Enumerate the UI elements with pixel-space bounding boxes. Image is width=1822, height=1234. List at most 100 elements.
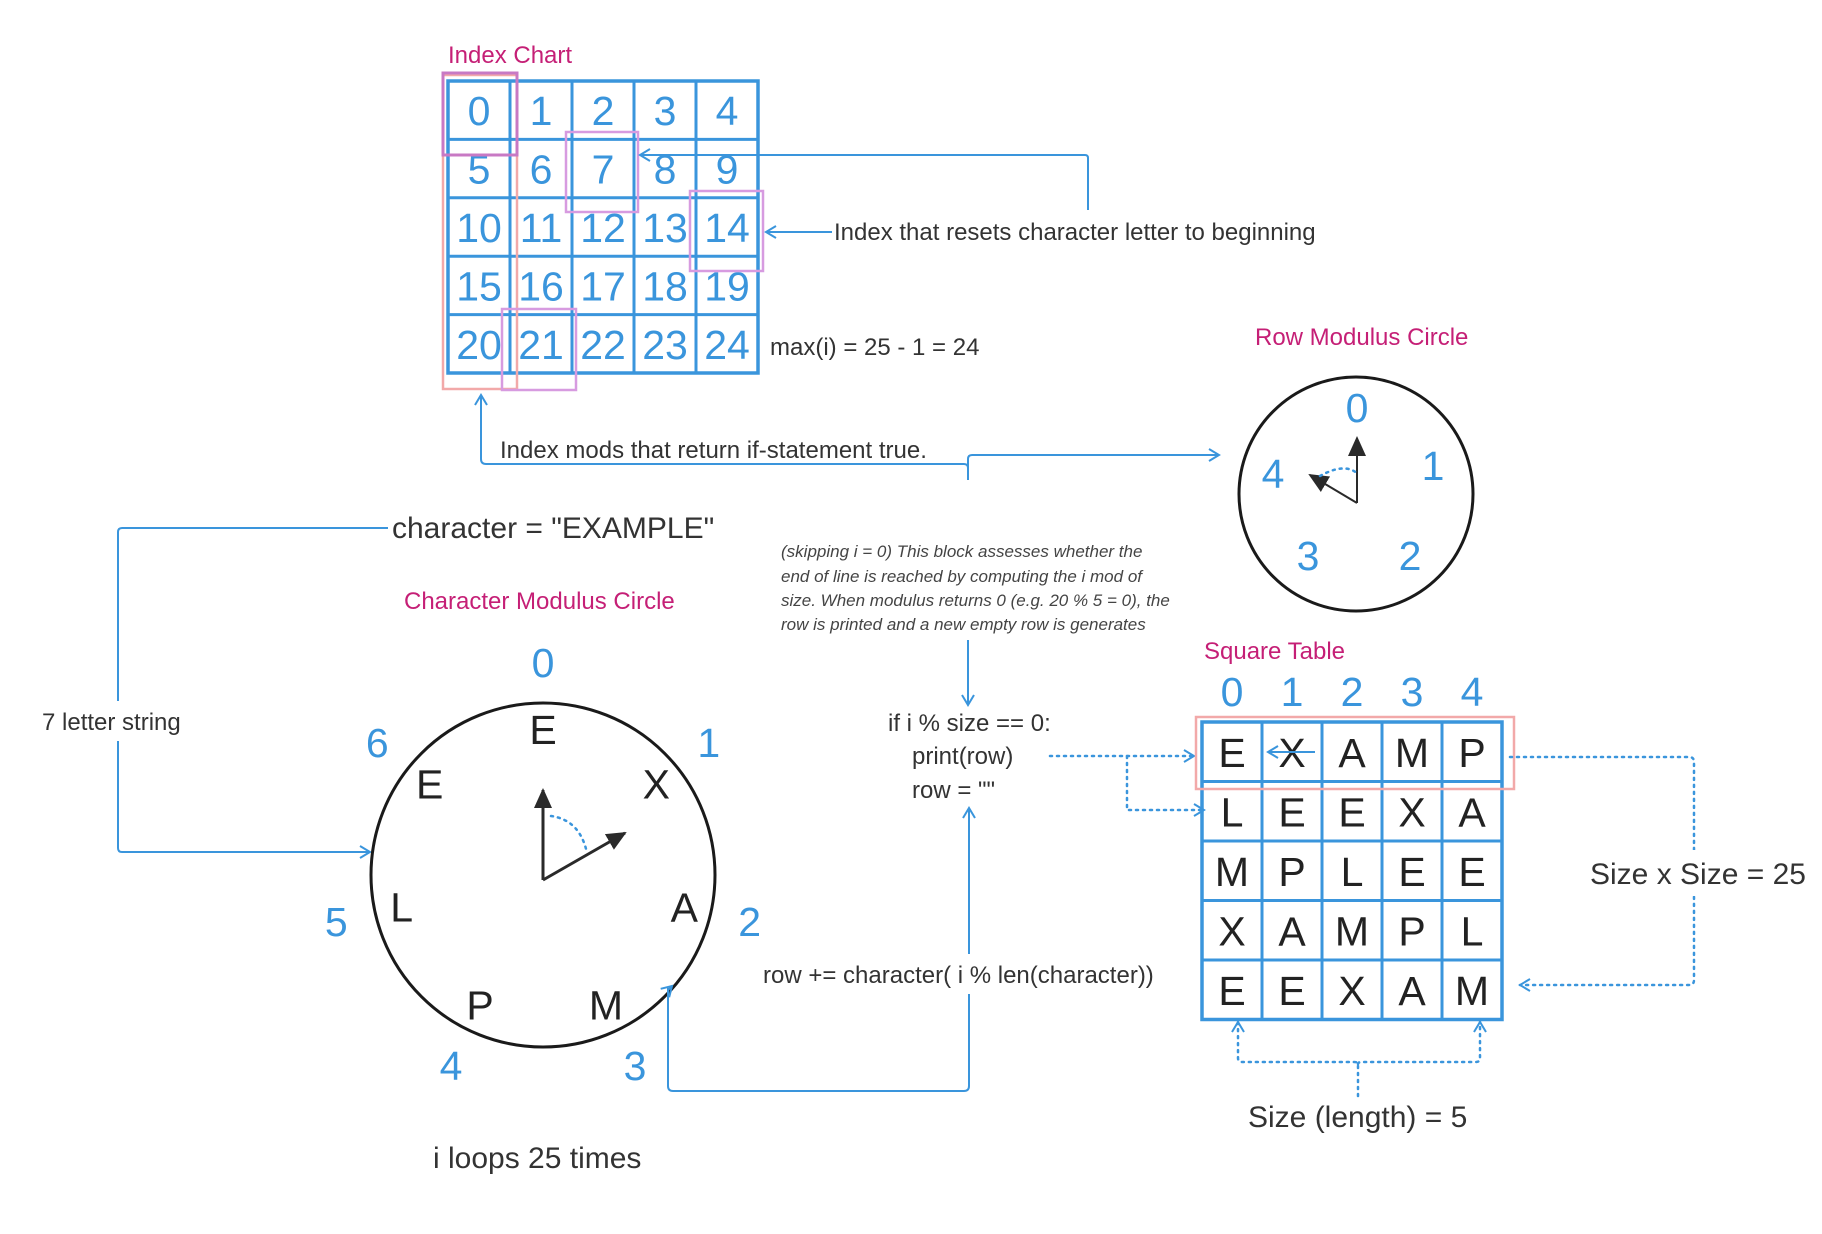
explanation-line-4: row is printed and a new empty row is ge… — [781, 615, 1146, 634]
square-table-cell: A — [1458, 789, 1486, 835]
square-table-header: 4 — [1461, 669, 1484, 715]
row-modulus-circle — [1237, 375, 1475, 613]
index-7-highlight — [564, 130, 640, 214]
index-cell: 13 — [642, 205, 688, 251]
index-14-highlight — [688, 189, 765, 273]
char-clock-hand-right — [542, 831, 627, 882]
index-cell: 2 — [592, 88, 615, 134]
square-table-cell: P — [1398, 908, 1425, 954]
index-cell: 5 — [468, 147, 491, 193]
explanation-line-3: size. When modulus returns 0 (e.g. 20 % … — [781, 591, 1170, 610]
index-cell: 17 — [580, 263, 626, 309]
index-cell: 11 — [520, 205, 563, 251]
square-table-title: Square Table — [1204, 638, 1345, 665]
index-chart-title: Index Chart — [448, 42, 572, 69]
area-label: Size x Size = 25 — [1590, 858, 1806, 891]
square-table-cell: L — [1461, 908, 1484, 954]
index-cell: 6 — [530, 147, 553, 193]
square-table-cell: M — [1335, 908, 1369, 954]
square-table-cell: A — [1278, 908, 1306, 954]
loop-arrow-into-circle — [660, 984, 674, 1000]
explanation-block: (skipping i = 0) This block assesses whe… — [781, 542, 1170, 634]
character-circle-number: 3 — [624, 1043, 647, 1089]
character-circle-number: 4 — [440, 1043, 463, 1089]
print-row-arrow-branch — [1125, 754, 1206, 817]
loop-arrow — [667, 806, 976, 1092]
index-cell: 21 — [518, 322, 564, 368]
index-cell: 14 — [704, 205, 750, 251]
index-mods-label: Index mods that return if-statement true… — [500, 437, 927, 464]
square-table-cell: E — [1278, 968, 1305, 1014]
index-cell: 3 — [654, 88, 677, 134]
row-clock-sweep — [1318, 467, 1360, 478]
string-length-label: 7 letter string — [42, 709, 181, 736]
character-circle-number: 0 — [532, 640, 555, 686]
index-cell: 23 — [642, 322, 688, 368]
square-table-header: 0 — [1221, 669, 1244, 715]
reset-row-statement: row = "" — [912, 777, 995, 804]
size-bracket-right — [1356, 1020, 1487, 1066]
character-modulus-circle — [369, 701, 717, 1049]
index-21-highlight — [500, 307, 578, 392]
index-cell: 20 — [456, 322, 502, 368]
row-clock-hand-left — [1308, 473, 1358, 504]
row-circle-arrow — [967, 448, 1221, 480]
index-cell: 24 — [704, 322, 750, 368]
explanation-line-1: (skipping i = 0) This block assesses whe… — [781, 542, 1142, 561]
row-append-code: row += character( i % len(character)) — [763, 962, 1154, 989]
row-circle-number-0: 0 — [1346, 385, 1369, 431]
square-table-cell: M — [1215, 849, 1249, 895]
square-table-header: 1 — [1281, 669, 1304, 715]
square-table-cell: A — [1338, 730, 1366, 776]
index-cell: 18 — [642, 263, 688, 309]
if-statement: if i % size == 0: — [888, 710, 1051, 737]
size-bracket-left — [1231, 1020, 1360, 1098]
index-cell: 22 — [580, 322, 626, 368]
index-cell: 0 — [468, 88, 491, 134]
character-circle-letter: A — [671, 884, 699, 930]
character-circle-number: 2 — [738, 899, 761, 945]
reset-label: Index that resets character letter to be… — [834, 219, 1316, 246]
character-circle-title: Character Modulus Circle — [404, 588, 675, 615]
row-circle-number-4: 4 — [1262, 451, 1285, 497]
square-table-cell: A — [1398, 968, 1426, 1014]
character-circle-number: 6 — [366, 720, 389, 766]
square-table-header: 3 — [1401, 669, 1424, 715]
index-cell: 1 — [530, 88, 553, 134]
character-circle-letter: E — [529, 707, 556, 753]
first-row-highlight — [1194, 715, 1516, 791]
index-0-highlight — [441, 71, 519, 157]
index-cell: 4 — [716, 88, 739, 134]
square-table-cell: L — [1341, 849, 1364, 895]
character-circle-letter: L — [390, 884, 413, 930]
row-circle-title: Row Modulus Circle — [1255, 324, 1468, 351]
character-circle-number: 1 — [697, 720, 720, 766]
index-cell: 15 — [456, 263, 502, 309]
square-table-cell: M — [1395, 730, 1429, 776]
square-table-cell: E — [1218, 730, 1245, 776]
index-cell: 8 — [654, 147, 677, 193]
index-cell: 10 — [456, 205, 502, 251]
string-bracket — [117, 527, 388, 859]
square-table-cell: E — [1278, 789, 1305, 835]
square-table-cell: P — [1458, 730, 1485, 776]
row-circle-number-3: 3 — [1297, 533, 1320, 579]
character-assignment: character = "EXAMPLE" — [392, 512, 714, 545]
reset-arrow — [638, 148, 1089, 210]
max-index-label: max(i) = 25 - 1 = 24 — [770, 334, 979, 361]
print-row-statement: print(row) — [912, 743, 1013, 770]
index-cell: 9 — [716, 147, 739, 193]
row-circle-number-2: 2 — [1399, 533, 1422, 579]
square-table-header: 2 — [1341, 669, 1364, 715]
square-table-cell: E — [1338, 789, 1365, 835]
square-table-cell: E — [1458, 849, 1485, 895]
row-circle-number-1: 1 — [1422, 443, 1445, 489]
square-table-cell: X — [1218, 908, 1245, 954]
explanation-line-2: end of line is reached by computing the … — [781, 567, 1144, 586]
